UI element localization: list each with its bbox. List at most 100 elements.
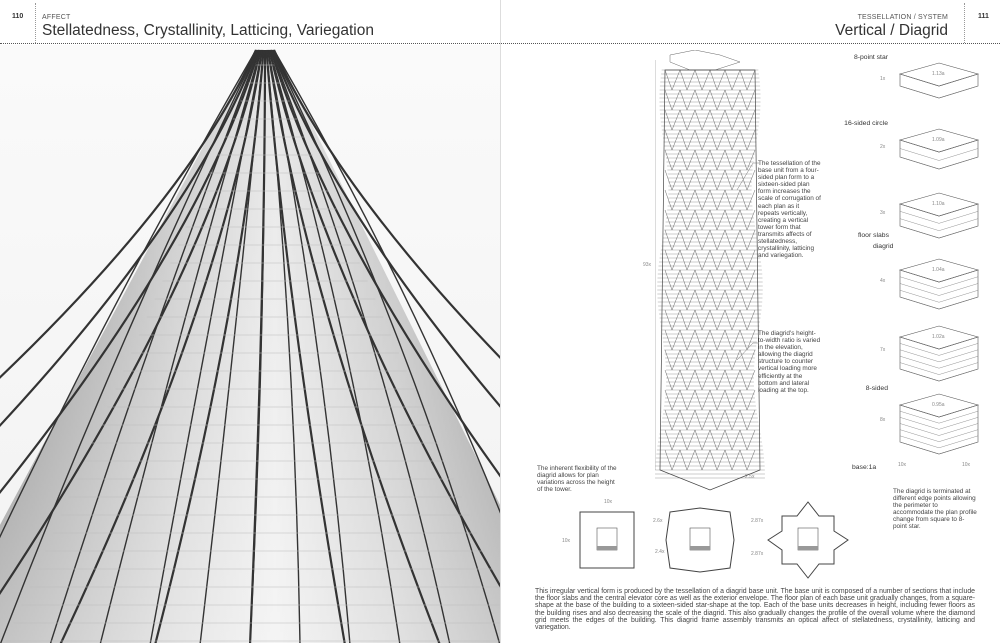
base-unit-2 bbox=[898, 128, 980, 174]
base-unit-6 bbox=[898, 393, 980, 463]
unit-area-label: 1.09a bbox=[932, 137, 945, 143]
diagrid-member bbox=[99, 49, 262, 643]
plan-octagon bbox=[665, 507, 735, 573]
diagrid-cell bbox=[664, 429, 681, 451]
diagrid-cell bbox=[664, 149, 681, 171]
floor-slab bbox=[899, 276, 979, 289]
diagrid-cell bbox=[739, 389, 756, 411]
diagrid-cell bbox=[709, 369, 726, 391]
page-number-right: 111 bbox=[978, 13, 989, 20]
base-unit-drawing bbox=[898, 393, 980, 455]
diagrid-member bbox=[271, 49, 500, 643]
diagrid-cell bbox=[664, 309, 681, 331]
floor-slab bbox=[899, 417, 979, 430]
tower-top bbox=[669, 50, 741, 71]
diagrid-cell bbox=[664, 129, 681, 151]
diagrid-cell bbox=[664, 389, 681, 411]
diagrid-cell bbox=[679, 229, 696, 251]
diagrid-cell bbox=[709, 449, 726, 471]
diagrid-cell bbox=[709, 209, 726, 231]
diagrid-cell bbox=[664, 229, 681, 251]
diagrid-cell bbox=[709, 349, 726, 371]
diagrid-lines bbox=[0, 49, 500, 643]
diagrid-cell bbox=[709, 189, 726, 211]
diagrid-cell bbox=[724, 449, 741, 471]
base-unit-drawing bbox=[898, 62, 980, 99]
diagrid-cell bbox=[679, 189, 696, 211]
diagrid-cell bbox=[679, 329, 696, 351]
diagrid-cell bbox=[694, 369, 711, 391]
diagrid-cell bbox=[724, 129, 741, 151]
diagrid-cell bbox=[664, 449, 681, 471]
diagrid-member bbox=[0, 49, 259, 428]
diagrid-cell bbox=[694, 309, 711, 331]
diagrid-cell bbox=[664, 89, 681, 111]
floor-slab bbox=[899, 218, 979, 231]
floor-slab bbox=[899, 203, 979, 217]
floor-slab bbox=[899, 290, 979, 303]
plan3-dim-b: 2.87x bbox=[751, 551, 764, 557]
diagrid-member bbox=[0, 49, 261, 494]
diagrid-cell bbox=[694, 249, 711, 271]
elevation-height-label: 93x bbox=[643, 262, 652, 268]
diagrid-cell bbox=[709, 129, 726, 151]
diagrid-cell bbox=[709, 409, 726, 431]
diagrid-cell bbox=[679, 309, 696, 331]
diagrid-cell bbox=[679, 289, 696, 311]
floor-slab bbox=[899, 73, 979, 87]
annotation-height-ratio: The diagrid's height-to-width ratio is v… bbox=[758, 330, 821, 394]
plan1-dim-top: 10x bbox=[604, 499, 613, 505]
diagrid-cell bbox=[724, 269, 741, 291]
unit-type-label: 8-point star bbox=[853, 54, 888, 61]
diagrid-cell bbox=[694, 89, 711, 111]
floor-slab bbox=[899, 362, 979, 375]
diagrid-cell bbox=[679, 89, 696, 111]
diagrid-member bbox=[271, 49, 500, 408]
section-kicker-right: TESSELLATION / SYSTEM bbox=[857, 14, 948, 21]
diagrid-cell bbox=[709, 149, 726, 171]
diagrid-cell bbox=[724, 309, 741, 331]
plan-star bbox=[767, 501, 849, 579]
core-stair bbox=[597, 546, 617, 550]
diagrid-cell bbox=[739, 129, 756, 151]
core-stair bbox=[798, 546, 818, 550]
unit-height-label: 2x bbox=[880, 144, 886, 150]
diagrid-cell bbox=[694, 289, 711, 311]
base-label: base:1a bbox=[852, 464, 877, 471]
diagrid-cell bbox=[679, 169, 696, 191]
diagrid-cell bbox=[709, 109, 726, 131]
diagrid-cell bbox=[679, 69, 696, 91]
diagrid-cell bbox=[724, 349, 741, 371]
floor-slab bbox=[899, 349, 979, 363]
diagrid-cell bbox=[709, 309, 726, 331]
diagrid-cell bbox=[664, 409, 681, 431]
diagrid-cell bbox=[724, 229, 741, 251]
diagrid-cell bbox=[664, 189, 681, 211]
floor-slab bbox=[899, 296, 979, 310]
leader-lines bbox=[736, 162, 759, 360]
floor-slabs-label: floor slabs bbox=[858, 232, 889, 239]
diagrid-cell bbox=[709, 329, 726, 351]
diagrid-cell bbox=[664, 269, 681, 291]
diagrid-member bbox=[266, 49, 441, 643]
diagrid-cell bbox=[679, 449, 696, 471]
diagrid-cell bbox=[724, 369, 741, 391]
tower-outline bbox=[659, 69, 761, 491]
diagrid-cell bbox=[694, 209, 711, 231]
floor-plans bbox=[579, 501, 849, 579]
diagrid-cell bbox=[664, 249, 681, 271]
unit-area-label: 1.04a bbox=[932, 267, 945, 273]
floor-slab bbox=[899, 156, 979, 170]
diagrid-cell bbox=[694, 389, 711, 411]
diagrid-cell bbox=[679, 269, 696, 291]
diagrid-member bbox=[149, 49, 263, 643]
diagrid-cell bbox=[664, 369, 681, 391]
diagrid-member bbox=[270, 49, 451, 643]
floor-slab bbox=[899, 283, 979, 296]
floor-slab bbox=[899, 435, 979, 449]
diagrid-cell bbox=[724, 89, 741, 111]
floor-slab bbox=[899, 410, 979, 424]
diagrid-cell bbox=[694, 449, 711, 471]
diagrid-cell bbox=[739, 109, 756, 131]
page-number-left: 110 bbox=[12, 13, 24, 20]
